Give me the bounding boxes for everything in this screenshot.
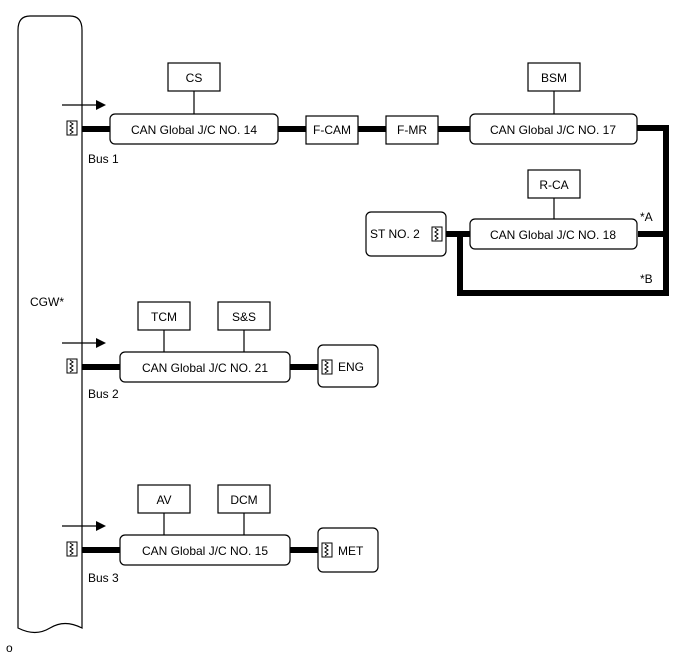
eng-label: ENG	[338, 360, 364, 374]
fcam-label: F-CAM	[313, 123, 351, 137]
jc15-box	[119, 534, 291, 566]
cs-label: CS	[186, 71, 203, 85]
eng-box	[317, 344, 379, 388]
fmr-label: F-MR	[397, 123, 427, 137]
fcam-box	[305, 115, 359, 145]
jc14-box	[109, 113, 279, 145]
st2-terminal-icon	[431, 226, 443, 242]
met-label: MET	[338, 544, 364, 558]
av-box	[137, 484, 191, 514]
bus3-arrow-head	[96, 521, 106, 531]
bus1-label: Bus 1	[88, 152, 119, 166]
footer-code: o	[6, 641, 13, 655]
ss-box	[217, 301, 271, 331]
eng-terminal-icon	[321, 359, 333, 375]
tcm-box	[137, 301, 191, 331]
jc15-label: CAN Global J/C NO. 15	[142, 544, 268, 558]
marker-a: *A	[640, 210, 653, 224]
jc17-box	[469, 113, 638, 145]
st2-box	[365, 211, 447, 257]
jc21-box	[119, 351, 291, 383]
bus1-line-e	[637, 125, 669, 237]
fmr-box	[385, 115, 439, 145]
jc18-label: CAN Global J/C NO. 18	[490, 228, 616, 242]
av-label: AV	[156, 493, 171, 507]
dcm-box	[217, 484, 271, 514]
ss-label: S&S	[232, 310, 256, 324]
bus2-label: Bus 2	[88, 387, 119, 401]
rca-box	[527, 169, 581, 199]
bus3-terminal-icon	[66, 541, 78, 557]
bus2-arrow-head	[96, 338, 106, 348]
rca-label: R-CA	[539, 178, 568, 192]
met-box	[317, 527, 379, 573]
dcm-label: DCM	[230, 493, 257, 507]
jc17-label: CAN Global J/C NO. 17	[490, 123, 616, 137]
tcm-label: TCM	[151, 310, 177, 324]
gateway-label: CGW*	[30, 295, 64, 309]
bsm-box	[527, 62, 581, 92]
gateway-body	[17, 15, 83, 634]
met-terminal-icon	[321, 542, 333, 558]
marker-b: *B	[640, 272, 653, 286]
bus1-terminal-icon	[66, 120, 78, 136]
jc14-label: CAN Global J/C NO. 14	[131, 123, 257, 137]
bsm-label: BSM	[541, 71, 567, 85]
st2-label: ST NO. 2	[370, 227, 420, 241]
bus1-arrow-head	[96, 100, 106, 110]
jc21-label: CAN Global J/C NO. 21	[142, 361, 268, 375]
bus2-terminal-icon	[66, 358, 78, 374]
bus3-label: Bus 3	[88, 571, 119, 585]
